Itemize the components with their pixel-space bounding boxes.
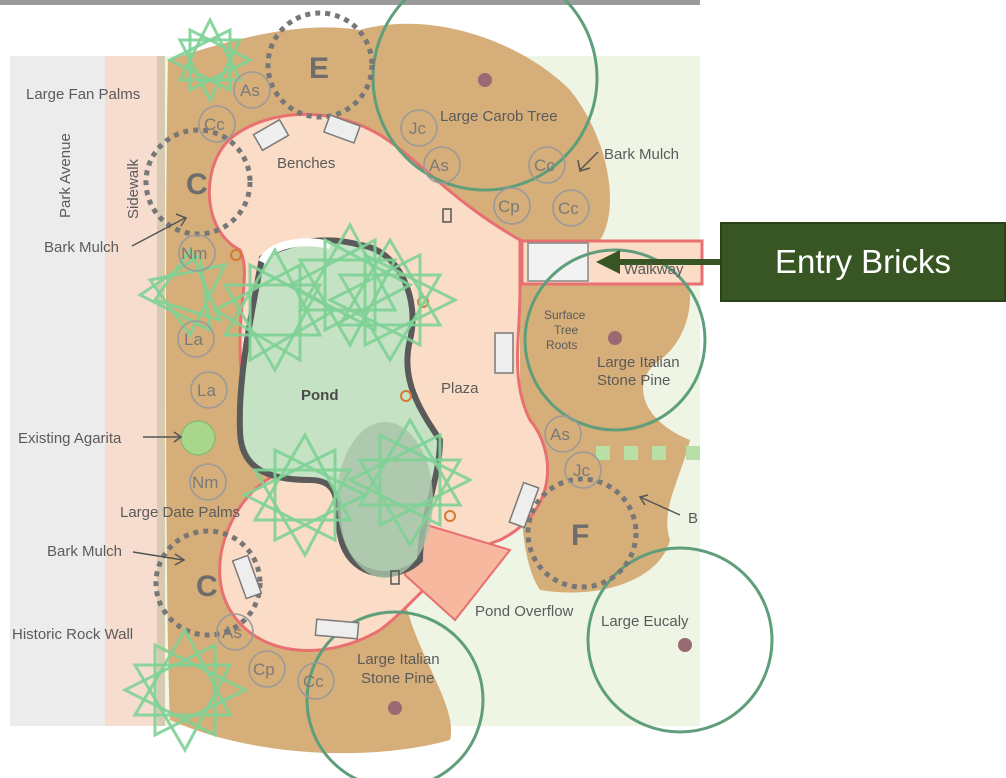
plant-symbols [177,71,602,700]
planted-star-2 [137,246,228,338]
light-4 [444,510,456,522]
entry-bricks-rect [527,242,589,282]
zone-label-e: E [309,52,329,85]
label-large-date-palms: Large Date Palms [120,504,240,521]
map-top-border [0,0,700,5]
planted-star-7 [346,417,474,548]
label-pond: Pond [301,387,339,404]
plant-code-cc-4: Cc [303,672,324,691]
label-pond-overflow: Pond Overflow [475,603,574,620]
plant-code-nm-1: Nm [181,244,207,263]
plant-mark-4 [686,446,700,460]
bench-2 [322,114,362,144]
bench-4 [508,481,540,529]
label-surface-roots-3: Roots [546,338,577,352]
zone-e-boundary [265,10,375,120]
plant-code-cc-2: Cc [534,156,555,175]
planted-star-8 [121,626,249,754]
entry-bricks-callout: Entry Bricks [720,222,1006,302]
plant-code-cp-2: Cp [253,660,275,679]
historic-rock-wall [157,56,165,726]
existing-agarita-shrub [180,420,216,456]
label-large-carob-tree: Large Carob Tree [440,108,558,125]
planted-star-1 [166,16,254,104]
light-3 [400,390,412,402]
plant-code-cc-3: Cc [558,199,579,218]
bench-6 [314,618,360,640]
tree-canopy-carob [371,0,599,192]
mulch-bed-right [520,250,690,593]
plant-code-nm-2: Nm [192,473,218,492]
label-italian-pine-right-1: Large Italian [597,354,680,371]
italian-pine-bottom-trunk-dot [388,701,402,715]
bench-5 [231,554,263,600]
label-sidewalk: Sidewalk [125,158,142,219]
planted-star-6 [241,431,369,559]
marker-2 [390,570,400,585]
label-existing-agarita: Existing Agarita [18,430,122,447]
plant-code-la-2: La [197,381,216,400]
zone-c-bottom-boundary [153,528,263,638]
italian-pine-right-trunk-dot [608,331,622,345]
label-historic-rock-wall: Historic Rock Wall [12,626,133,643]
plant-code-as-2: As [429,156,449,175]
label-bark-mulch-left-top: Bark Mulch [44,239,119,256]
label-italian-pine-bottom-1: Large Italian [357,651,440,668]
label-bark-mulch-left-bottom: Bark Mulch [47,543,122,560]
leader-lines [131,151,681,566]
eucalyptus-trunk-dot [678,638,692,652]
zone-f-boundary [525,476,639,590]
label-walkway: Walkway [624,261,684,278]
bench-3 [494,332,514,374]
bench-1 [252,118,290,152]
light-1 [230,249,242,261]
label-park-avenue: Park Avenue [57,133,74,218]
carob-trunk-dot [478,73,492,87]
plant-code-as-4: As [222,623,242,642]
plant-mark-1 [596,446,610,460]
label-surface-roots-1: Surface [544,308,586,322]
zone-label-c-top: C [186,168,208,201]
plant-code-as-3: As [550,425,570,444]
label-plaza: Plaza [441,380,479,397]
entry-bricks-callout-text: Entry Bricks [774,243,952,280]
label-benches: Benches [277,155,335,172]
sidewalk-strip [105,56,157,726]
plant-code-jc-2: Jc [573,461,591,480]
plant-code-la-1: La [184,330,203,349]
label-large-fan-palms: Large Fan Palms [26,86,140,103]
tree-canopy-italian-pine-right [523,248,707,432]
label-bark-cut: B [688,510,698,527]
tree-canopy-italian-pine-bottom [305,610,485,778]
plant-code-cp-1: Cp [498,197,520,216]
plant-code-as-1: As [240,81,260,100]
plant-code-jc-1: Jc [409,119,427,138]
label-italian-pine-right-2: Stone Pine [597,372,670,389]
marker-1 [442,208,452,223]
zone-label-f: F [571,519,589,552]
plant-mark-3 [652,446,666,460]
planted-star-5 [326,237,459,363]
plant-code-cc-1: Cc [204,115,225,134]
plant-mark-2 [624,446,638,460]
label-large-eucalyptus: Large Eucaly [601,613,689,630]
label-bark-mulch-right: Bark Mulch [604,146,679,163]
park-avenue-road [10,56,105,726]
label-surface-roots-2: Tree [554,323,579,337]
tree-canopy-eucalyptus [586,546,774,734]
label-italian-pine-bottom-2: Stone Pine [361,670,434,687]
zone-c-top-boundary [143,127,253,237]
entry-bricks-arrow [596,250,720,274]
zone-label-c-bottom: C [196,570,218,603]
pond-edge-stone [258,238,331,265]
